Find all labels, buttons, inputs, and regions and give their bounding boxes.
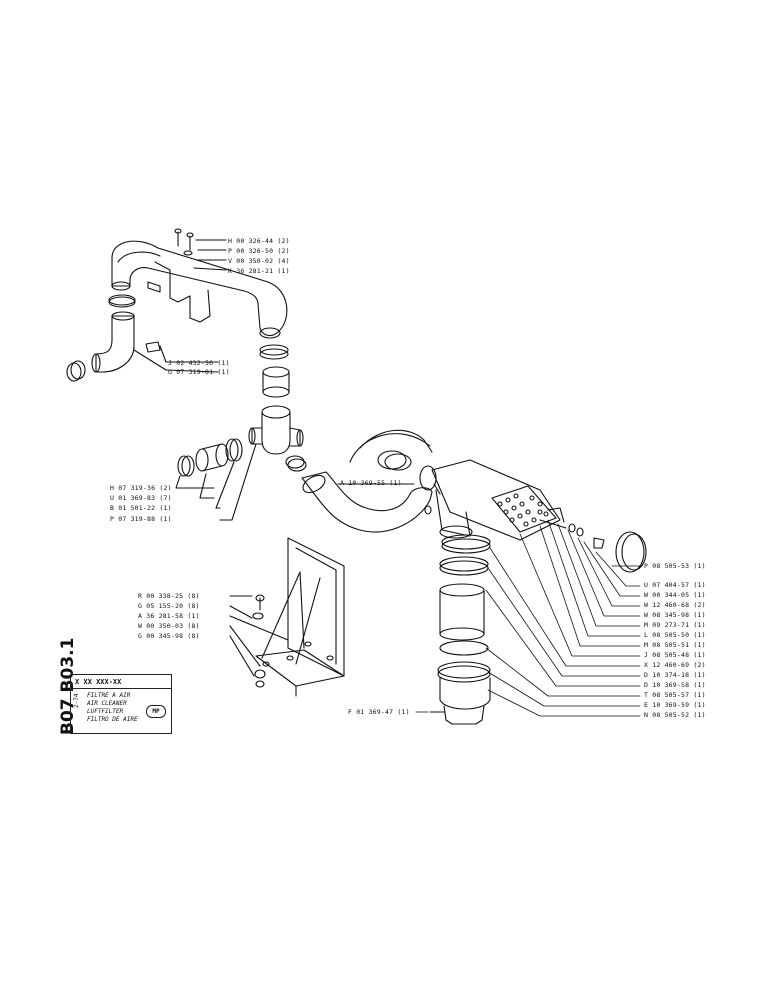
title-fr: FILTRE A AIR — [87, 692, 131, 699]
callout-label: T 08 505-57 (1) — [644, 691, 706, 699]
callout-label: L 08 505-50 (1) — [644, 631, 706, 639]
mp-badge: MP — [146, 705, 166, 718]
clamp-left — [177, 455, 195, 477]
callout-label: A 10 369-55 (1) — [340, 479, 402, 487]
callout-label: J 02 432-56 (1) — [168, 359, 230, 367]
leader — [229, 605, 253, 619]
callout-label: M 08 505-51 (1) — [644, 641, 706, 649]
callout-label: M 09 273-71 (1) — [644, 621, 706, 629]
leader — [229, 635, 255, 677]
callout-label: H 00 326-44 (2) — [228, 237, 290, 245]
clamp-elbow — [66, 360, 86, 382]
callout-label: G 07 319-81 (1) — [168, 368, 230, 376]
callout-label: E 10 369-59 (1) — [644, 701, 706, 709]
callout-label: W 00 350-03 (8) — [138, 622, 200, 630]
callout-label: V 00 350-02 (4) — [228, 257, 290, 265]
callout-label: D 10 369-58 (1) — [644, 681, 706, 689]
sleeve — [262, 366, 290, 398]
callout-label: W 12 460-68 (2) — [644, 601, 706, 609]
bracket-bolts — [252, 594, 266, 688]
callout-label: P 08 505-53 (1) — [644, 562, 706, 570]
leader — [229, 615, 289, 641]
callout-label: J 08 505-48 (1) — [644, 651, 706, 659]
callout-label: W 00 344-05 (1) — [644, 591, 706, 599]
callout-label: B 01 501-22 (1) — [110, 504, 172, 512]
title-block: X XX XXX-XX 2-74 FILTRE A AIR AIR CLEANE… — [70, 674, 172, 734]
title-es: FILTRO DE AIRE — [87, 716, 138, 723]
nut — [424, 505, 432, 515]
main-hose — [301, 429, 433, 533]
leader — [215, 461, 235, 509]
leader — [229, 625, 261, 667]
part-number: X XX XXX-XX — [75, 678, 122, 686]
right-leaders — [415, 519, 641, 717]
mounting-bracket — [255, 537, 345, 697]
callout-label: H 07 319-36 (2) — [110, 484, 172, 492]
filter-element — [491, 485, 557, 533]
leader — [199, 473, 215, 499]
bolts-top — [174, 228, 227, 271]
title-en: AIR CLEANER — [87, 700, 127, 707]
clamp-right — [259, 344, 289, 360]
end-cap — [539, 507, 647, 573]
title-de: LUFTFILTER — [87, 708, 124, 715]
divider — [71, 688, 171, 689]
callout-label: D 10 374-18 (1) — [644, 671, 706, 679]
lower-stack — [429, 534, 491, 725]
callout-label: F 01 369-47 (1) — [348, 708, 410, 716]
callout-label: P 07 319-88 (1) — [110, 515, 172, 523]
callout-label: R 00 338-25 (8) — [138, 592, 200, 600]
elbow-pipe — [91, 311, 219, 373]
callout-label: P 00 326-50 (2) — [228, 247, 290, 255]
callout-label: X 12 460-69 (2) — [644, 661, 706, 669]
clamp-small — [285, 455, 307, 472]
leader — [175, 475, 215, 489]
callout-label: G 05 155-20 (8) — [138, 602, 200, 610]
callout-label: W 08 345-98 (1) — [644, 611, 706, 619]
callout-label: K 36 281-21 (1) — [228, 267, 290, 275]
callout-label: U 01 369-83 (7) — [110, 494, 172, 502]
date-code: 2-74 — [73, 693, 80, 708]
air-cleaner-housing — [419, 459, 561, 541]
callout-label: G 00 345-98 (8) — [138, 632, 200, 640]
clamp-left-2 — [225, 438, 243, 462]
hose-clamp — [108, 294, 136, 308]
upper-intake-pipe — [111, 240, 288, 339]
leader — [219, 443, 257, 521]
callout-label: N 08 505-52 (1) — [644, 711, 706, 719]
tee-connector — [248, 405, 304, 455]
sleeve-left — [195, 443, 229, 472]
callout-label: U 07 404-57 (1) — [644, 581, 706, 589]
callout-label: A 36 281-58 (1) — [138, 612, 200, 620]
